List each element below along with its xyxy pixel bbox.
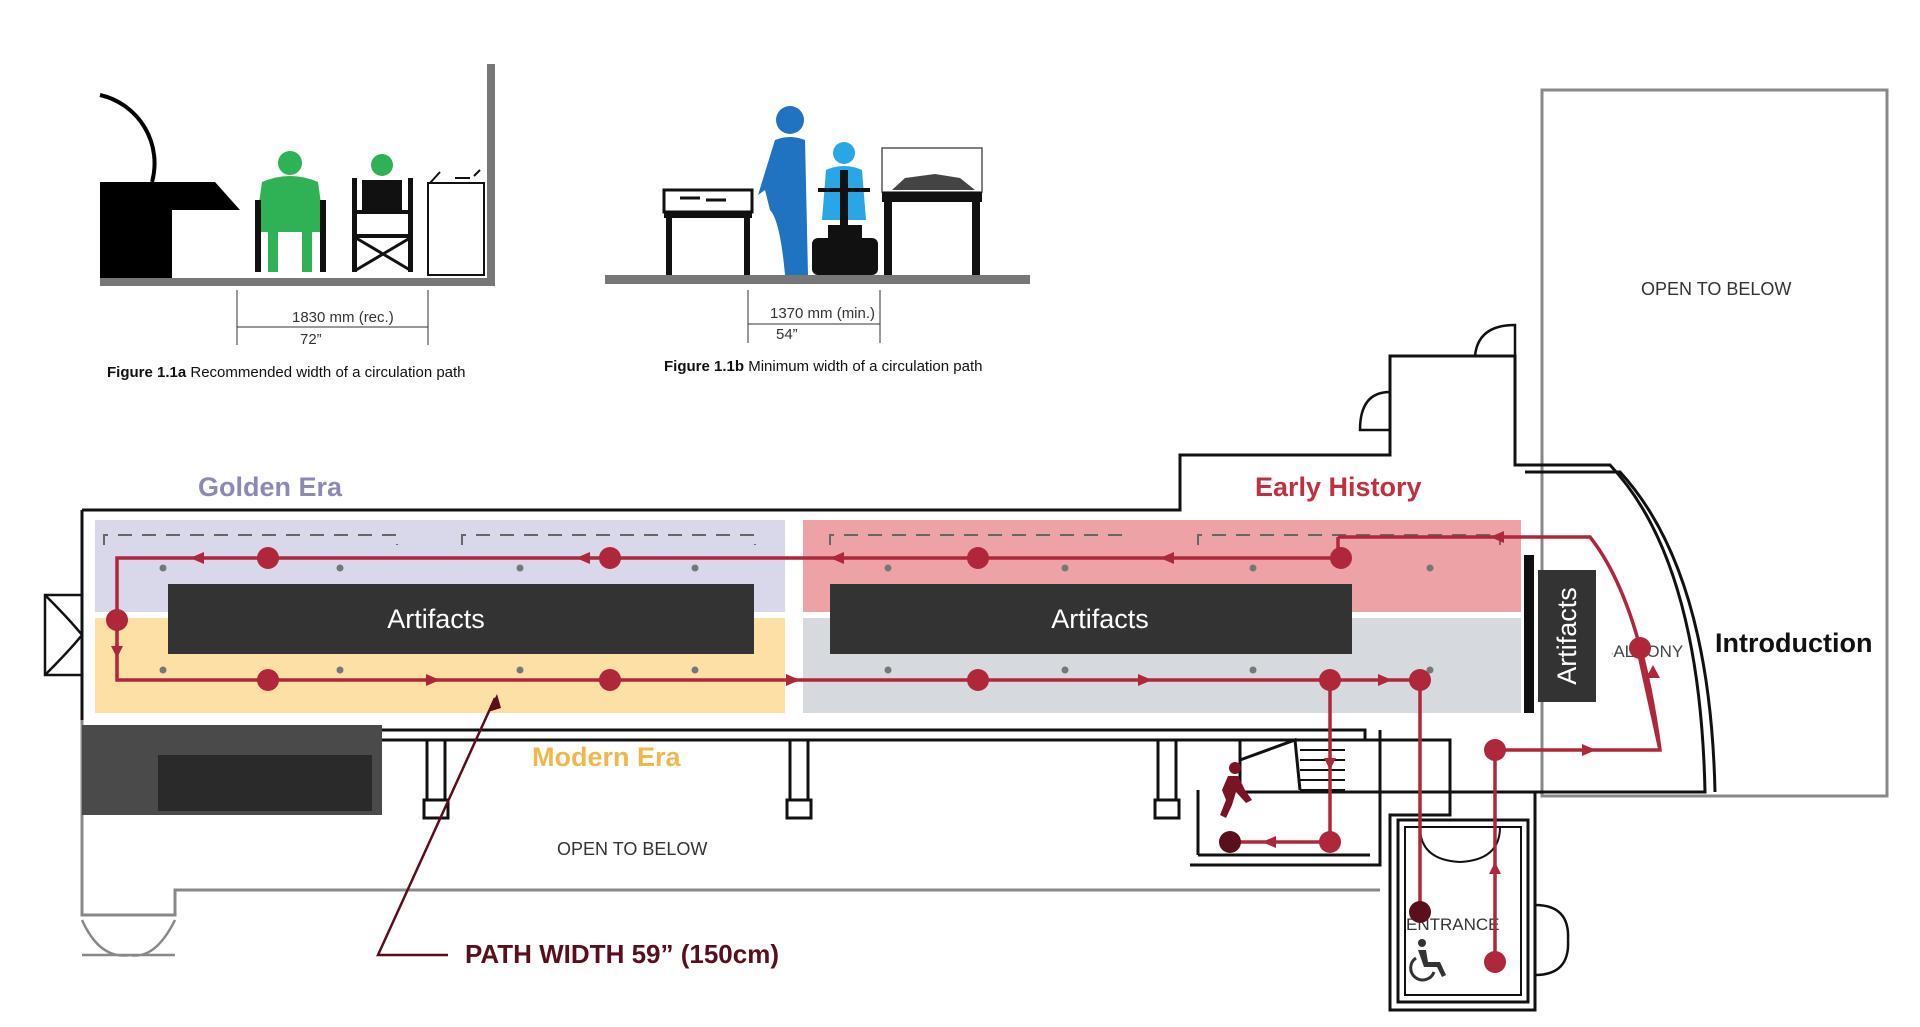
path-width-callout: PATH WIDTH 59” (150cm)	[376, 694, 779, 969]
right-wall	[487, 64, 495, 286]
artifact-label-3: Artifacts	[1552, 587, 1582, 685]
path-nodes-dark	[1219, 831, 1431, 923]
balcony-label-mask	[1598, 638, 1612, 660]
open-to-below-area-top	[1540, 88, 1889, 798]
zone-title-modern-era: Modern Era	[532, 742, 682, 772]
display-case-icon	[427, 169, 485, 276]
figure-caption-b-text: Minimum width of a circulation path	[744, 358, 982, 375]
wheelchair-access-icon	[1409, 939, 1446, 982]
zone-title-early-history: Early History	[1255, 472, 1422, 502]
exit-stair	[1190, 730, 1382, 867]
artifact-block-2: Artifacts	[830, 584, 1352, 654]
display-table-left-icon	[662, 188, 754, 275]
wheelchair-icon	[352, 154, 413, 272]
small-dots	[159, 564, 1434, 674]
artifact-block-1: Artifacts	[168, 584, 754, 654]
path-arrows	[111, 531, 1660, 874]
figure-caption-a-number: Figure 1.1a	[107, 364, 187, 381]
figure-caption-b-number: Figure 1.1b	[664, 358, 744, 375]
open-to-below-label-top: OPEN TO BELOW	[1641, 279, 1791, 299]
entrance-area: ENTRANCE	[1396, 818, 1530, 1004]
wheelchair-user-light-blue-icon	[812, 142, 878, 275]
floor-plan: OPEN TO BELOW OPEN TO BELOW	[43, 88, 1889, 1012]
figure-caption-a-text: Recommended width of a circulation path	[186, 364, 465, 381]
figure-1-1a: 1830 mm (rec.) 72” Figure 1.1a Recommend…	[99, 64, 495, 381]
artifact-label-1: Artifacts	[387, 604, 485, 634]
standing-person-blue-icon	[758, 106, 808, 275]
zone-title-introduction: Introduction	[1715, 628, 1872, 658]
dimension-line-a: 1830 mm (rec.) 72”	[236, 290, 429, 348]
open-to-below-label-bottom: OPEN TO BELOW	[557, 839, 707, 859]
figure-1-1b: 1370 mm (min.) 54” Figure 1.1b Minimum w…	[605, 106, 1030, 375]
balcony-curve-outer	[1525, 470, 1717, 793]
display-case-right-icon	[881, 147, 983, 275]
lower-outline	[80, 720, 1380, 917]
dimension-mm-label: 1830 mm (rec.)	[292, 309, 394, 326]
path-width-label: PATH WIDTH 59” (150cm)	[465, 939, 779, 969]
dimension-in-label-b: 54”	[776, 326, 798, 343]
columns	[422, 740, 1181, 820]
floor-line-b	[605, 275, 1030, 284]
artifact-block-3: Artifacts	[1524, 555, 1596, 713]
figure-caption-b: Figure 1.1b Minimum width of a circulati…	[664, 358, 982, 375]
dimension-mm-label-b: 1370 mm (min.)	[770, 305, 875, 322]
artifact-label-2: Artifacts	[1051, 604, 1149, 634]
emergency-exit-icon	[1220, 762, 1252, 818]
counter-shape	[100, 182, 240, 278]
door-swing-arc	[99, 93, 157, 183]
wheelchair-user-green-icon	[255, 151, 326, 272]
floor-line	[100, 278, 495, 286]
door-southwest-icon	[80, 919, 177, 957]
entrance-label: ENTRANCE	[1406, 915, 1500, 934]
stair-treads	[158, 755, 372, 811]
dimension-in-label: 72”	[300, 331, 322, 348]
dimension-line-b: 1370 mm (min.) 54”	[747, 290, 881, 343]
zone-title-golden-era: Golden Era	[198, 472, 343, 502]
door-east-icon	[1534, 903, 1570, 977]
door-north2-icon	[1473, 323, 1517, 357]
figure-caption-a: Figure 1.1a Recommended width of a circu…	[107, 364, 466, 381]
door-west-icon	[43, 593, 83, 677]
door-north-icon	[1358, 390, 1392, 432]
path-nodes	[106, 547, 1651, 973]
